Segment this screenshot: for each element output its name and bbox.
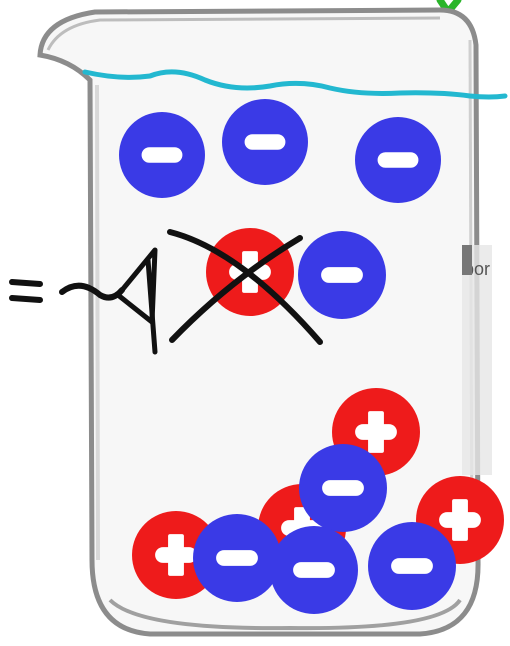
- hand-drawn-annotation: [9, 247, 158, 355]
- beaker-label: [462, 245, 492, 475]
- minus-sign: [293, 562, 335, 578]
- anion: [193, 514, 281, 602]
- minus-sign: [322, 480, 364, 496]
- plus-sign-vertical: [452, 499, 468, 541]
- minus-sign: [244, 134, 286, 150]
- anion: [119, 112, 205, 198]
- minus-sign: [216, 550, 258, 566]
- plus-sign-vertical: [168, 534, 184, 576]
- plus-sign-vertical: [368, 411, 384, 453]
- anion: [298, 231, 386, 319]
- anion: [368, 522, 456, 610]
- minus-sign: [377, 152, 419, 168]
- anion: [270, 526, 358, 614]
- minus-sign: [391, 558, 433, 574]
- anion: [355, 117, 441, 203]
- cross-out-mark: [167, 229, 323, 345]
- water-line: [82, 69, 508, 100]
- minus-sign: [321, 267, 363, 283]
- anion: [299, 444, 387, 532]
- beaker-left-wall: [95, 84, 100, 561]
- minus-sign: [141, 147, 183, 163]
- anion: [222, 99, 308, 185]
- beaker-rim: [46, 16, 441, 51]
- ions-layer: [119, 99, 504, 614]
- beaker-bottom: [108, 598, 462, 631]
